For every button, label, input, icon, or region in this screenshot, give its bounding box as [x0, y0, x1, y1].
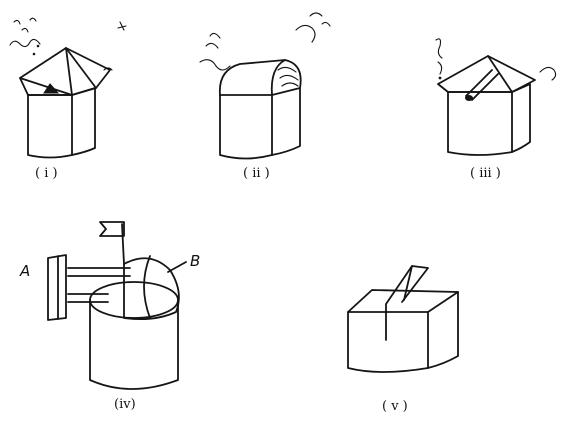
box-front-iii	[447, 91, 513, 156]
panel-i-drawing	[9, 17, 127, 159]
flag	[99, 221, 125, 237]
panel-iv-drawing	[47, 221, 187, 390]
panel-label-ii: ( ii )	[243, 166, 270, 181]
box-side-i	[71, 87, 96, 156]
box-side-v	[427, 291, 459, 369]
flag-pole	[121, 223, 125, 265]
box-top-v	[347, 289, 459, 313]
dome-b	[123, 257, 180, 321]
roof-iii	[437, 55, 536, 93]
panel-v-drawing	[347, 265, 459, 373]
box-front-ii	[219, 94, 273, 160]
panel-label-i: ( i )	[35, 166, 58, 181]
plate-a	[47, 254, 67, 321]
annotation-b: B	[190, 252, 201, 270]
box-front-v	[347, 311, 429, 373]
panel-iii-drawing	[435, 38, 557, 156]
panel-label-iii: ( iii )	[470, 166, 501, 181]
rod-bottom	[67, 293, 109, 303]
panel-ii-drawing	[199, 12, 331, 160]
box-side-iii	[511, 83, 531, 153]
cylinder-body	[89, 299, 179, 390]
annotation-a: A	[20, 262, 31, 280]
rod-top	[67, 267, 131, 277]
cylinder-top	[89, 281, 179, 319]
divider-v	[385, 265, 429, 341]
roof-ii	[218, 59, 302, 96]
box-front-i	[27, 94, 73, 159]
panel-label-v: ( v )	[382, 399, 408, 414]
panel-label-iv: (iv)	[114, 397, 136, 412]
b-pointer	[167, 261, 187, 273]
box-side-ii	[271, 87, 301, 156]
